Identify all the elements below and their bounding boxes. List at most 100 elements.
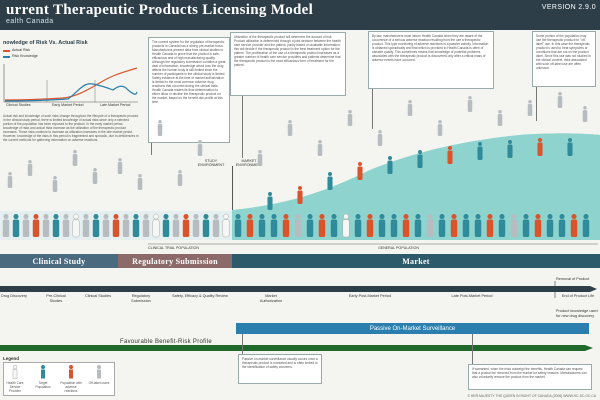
person-figure (2, 214, 10, 237)
person-figure (527, 100, 533, 116)
person-figure (387, 156, 393, 174)
person-figure (357, 162, 363, 180)
study-environment-label: Study Environment (197, 159, 225, 167)
person-figure (270, 214, 278, 237)
person-figure (417, 150, 423, 168)
note-utilization: Utilization of the therapeutic product w… (230, 32, 346, 96)
step-pre-clinical: Pre-Clinical Studies (46, 294, 66, 303)
person-figure (426, 214, 434, 237)
person-figure (546, 214, 554, 237)
axis-clinical-studies: Clinical Studies (6, 103, 31, 107)
person-figure (117, 158, 123, 174)
step-drug-discovery: Drug Discovery (1, 294, 27, 298)
person-figure (486, 214, 494, 237)
person-figure (537, 138, 543, 156)
person-figure (212, 214, 220, 237)
person-figure (52, 214, 60, 237)
person-figure (92, 214, 100, 237)
person-figure (157, 120, 163, 136)
person-figure (510, 214, 518, 237)
legend-risk-knowledge-swatch (3, 56, 10, 58)
person-figure (570, 214, 578, 237)
environment-divider (232, 166, 233, 210)
phase-regulatory-submission: Regulatory Submission (118, 254, 232, 268)
favourable-profile-label: Favourable Benefit-Risk Profile (120, 339, 213, 345)
person-figure (390, 214, 398, 237)
person-figure (82, 214, 90, 237)
person-figure (267, 192, 273, 210)
person-figure (377, 130, 383, 146)
person-figure (152, 213, 160, 238)
person-figure (306, 214, 314, 237)
person-figure (22, 214, 30, 237)
phase-market: Market (232, 254, 600, 268)
legend-provider: Health Care Service Provider (6, 381, 24, 393)
note-monitoring-pointer (372, 89, 373, 129)
person-figure (72, 150, 78, 166)
person-figure (317, 140, 323, 156)
step-market-authorization: Market Authorization (259, 294, 283, 303)
person-figure (234, 214, 242, 237)
phase-clinical-study: Clinical Study (0, 254, 118, 268)
person-figure (498, 214, 506, 237)
legend-figures (12, 364, 101, 379)
step-clinical-studies: Clinical Studies (85, 294, 111, 298)
legend-adverse: Population with adverse reactions (60, 381, 82, 393)
legend-off-label: Off-label users (88, 381, 110, 385)
person-figure (467, 96, 473, 112)
clinical-population-label: Clinical Trial Population (148, 246, 199, 250)
person-figure (294, 214, 302, 237)
step-early-post-market: Early Post-Market Period (348, 294, 392, 298)
person-figure (558, 214, 566, 237)
legend-box (3, 362, 115, 396)
note-off-label-pointer (536, 87, 537, 121)
person-figure (92, 168, 98, 184)
person-figure (474, 214, 482, 237)
step-regulatory-submission: Regulatory Submission (131, 294, 151, 303)
person-figure (177, 170, 183, 186)
header-bar (0, 0, 600, 30)
person-figure (330, 214, 338, 237)
person-figure (42, 214, 50, 237)
person-figure (366, 214, 374, 237)
bottom-note-1-pointer (242, 334, 243, 354)
person-figure (354, 214, 362, 237)
person-figure (282, 214, 290, 237)
end-option-removal: Removal of Product (556, 277, 590, 281)
person-figure (62, 214, 70, 237)
timeline-arrow (0, 286, 597, 292)
axis-late-market: Late Market Period (100, 103, 131, 107)
person-figure (132, 214, 140, 237)
step-end-of-product-life: End of Product Life (561, 294, 595, 298)
person-figure (534, 214, 542, 237)
axis-early-market: Early Market Period (52, 103, 84, 107)
person-figure (407, 100, 413, 116)
person-figure (52, 176, 58, 192)
person-figure (567, 138, 573, 156)
person-figure (27, 160, 33, 176)
person-figure (450, 214, 458, 237)
version-label: VERSION 2.9.0 (541, 4, 596, 11)
person-figure (246, 214, 254, 237)
person-figure (414, 214, 422, 237)
general-population-label: General Population (378, 246, 419, 250)
person-figure (327, 172, 333, 190)
knowledge-body: Actual risk and knowledge of such risks … (3, 114, 139, 142)
end-option-new-discovery: Product knowledge used for new drug disc… (556, 309, 598, 318)
note-regulatory-pointer (151, 143, 152, 155)
person-figure (172, 214, 180, 237)
person-figure (257, 150, 263, 166)
person-figure (112, 214, 120, 237)
person-figure (497, 110, 503, 126)
page-title: urrent Therapeutic Products Licensing Mo… (6, 2, 314, 18)
note-removal: If warranted, when the risks outweigh th… (468, 364, 592, 390)
person-figure (182, 214, 190, 237)
step-safety-review: Safety, Efficacy & Quality Review (172, 294, 228, 298)
knowledge-heading: nowledge of Risk Vs. Actual Risk (3, 40, 88, 46)
person-figure (12, 214, 20, 237)
person-figure (402, 214, 410, 237)
person-figure (142, 214, 150, 237)
population-band-wave-edge (232, 133, 600, 240)
